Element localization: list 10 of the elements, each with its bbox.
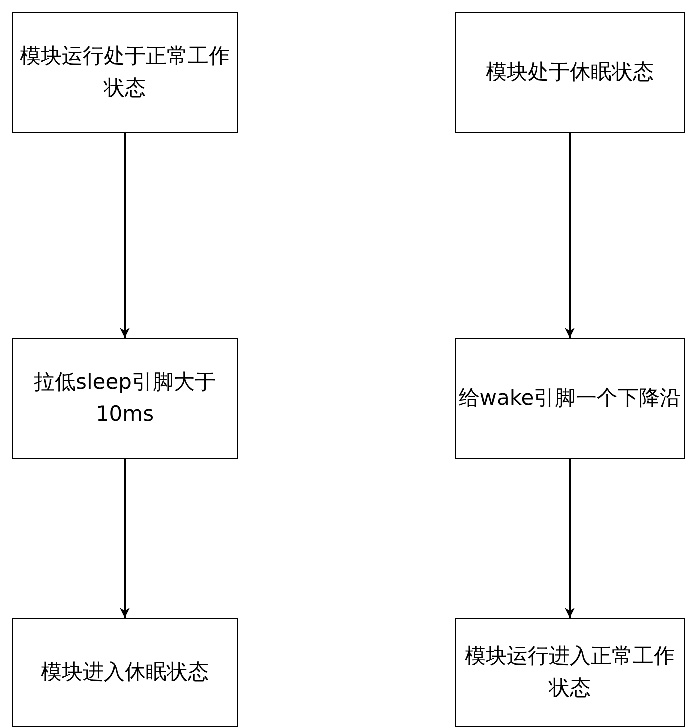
arrow	[565, 133, 575, 338]
arrow	[120, 133, 130, 338]
process-box: 模块运行处于正常工作状态	[12, 12, 238, 133]
arrow	[565, 459, 575, 618]
arrow	[120, 459, 130, 618]
process-box: 模块处于休眠状态	[455, 12, 685, 133]
process-box: 给wake引脚一个下降沿	[455, 338, 685, 459]
process-box: 模块进入休眠状态	[12, 618, 238, 727]
process-box: 拉低sleep引脚大于10ms	[12, 338, 238, 459]
process-box: 模块运行进入正常工作状态	[455, 618, 685, 727]
